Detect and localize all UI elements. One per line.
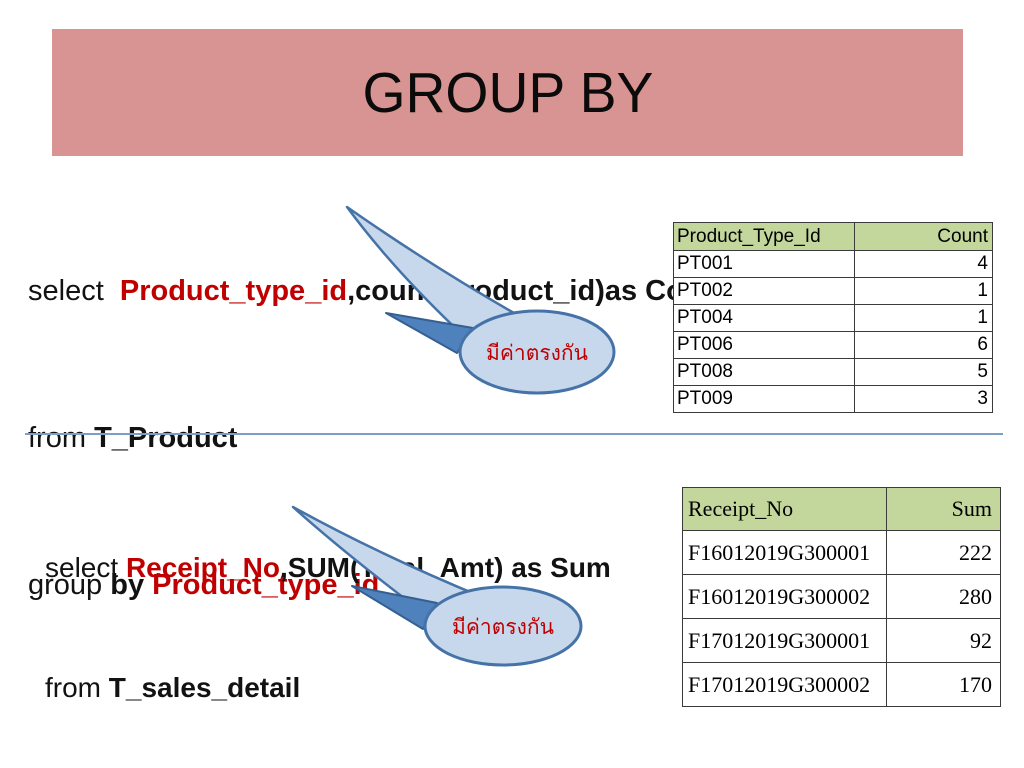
table-cell: F17012019G300002 — [682, 662, 887, 707]
sql2-from-keyword: from — [45, 672, 109, 703]
table-cell: 4 — [854, 250, 993, 278]
table-cell: PT009 — [673, 385, 855, 413]
table-cell: F16012019G300002 — [682, 574, 887, 619]
table-cell: 3 — [854, 385, 993, 413]
table-cell: 6 — [854, 331, 993, 359]
sql-query-2: select Receipt_No,SUM(Total_Amt) as Sum … — [45, 468, 611, 768]
column-header: Count — [854, 222, 993, 251]
table-cell: 280 — [886, 574, 1001, 619]
table-cell: 170 — [886, 662, 1001, 707]
table-cell: PT004 — [673, 304, 855, 332]
table-cell: 1 — [854, 277, 993, 305]
title-banner: GROUP BY — [52, 29, 963, 156]
column-header: Product_Type_Id — [673, 222, 855, 251]
sql2-line-select: select Receipt_No,SUM(Total_Amt) as Sum — [45, 548, 611, 588]
sql1-line-from: from T_Product — [28, 414, 729, 463]
slide-title: GROUP BY — [362, 60, 653, 125]
sql2-group-column: Receipt_No — [125, 552, 280, 583]
sql1-select-keyword: select — [28, 275, 120, 307]
table-cell: F16012019G300001 — [682, 530, 887, 575]
table-header-row: Receipt_No Sum — [682, 487, 1001, 531]
sql2-table-name: T_sales_detail — [108, 672, 301, 703]
table-cell: PT002 — [673, 277, 855, 305]
table-cell: 92 — [886, 618, 1001, 663]
sql2-select-keyword: select — [45, 552, 126, 583]
table-header-row: Product_Type_Id Count — [673, 222, 993, 251]
table-cell: 5 — [854, 358, 993, 386]
table-cell: F17012019G300001 — [682, 618, 887, 663]
sql1-by-keyword: by — [110, 569, 153, 601]
sql1-group-keyword: group — [28, 569, 111, 601]
column-header: Sum — [886, 487, 1001, 531]
sql1-from-keyword: from — [28, 422, 95, 454]
table-cell: PT006 — [673, 331, 855, 359]
sql2-line-from: from T_sales_detail — [45, 668, 611, 708]
sql1-line-select: select Product_type_id,count(Product_id)… — [28, 267, 729, 316]
sql1-group-column: Product_type_id — [119, 275, 348, 307]
table-cell: 222 — [886, 530, 1001, 575]
table-cell: 1 — [854, 304, 993, 332]
table-cell: PT008 — [673, 358, 855, 386]
sql1-table-name: T_Product — [94, 422, 238, 454]
column-header: Receipt_No — [682, 487, 887, 531]
sql2-select-rest: ,SUM(Total_Amt) as Sum — [279, 552, 611, 583]
section-divider — [25, 433, 1003, 435]
table-cell: PT001 — [673, 250, 855, 278]
sql1-select-rest: ,count(Product_id)as Count — [347, 275, 729, 307]
